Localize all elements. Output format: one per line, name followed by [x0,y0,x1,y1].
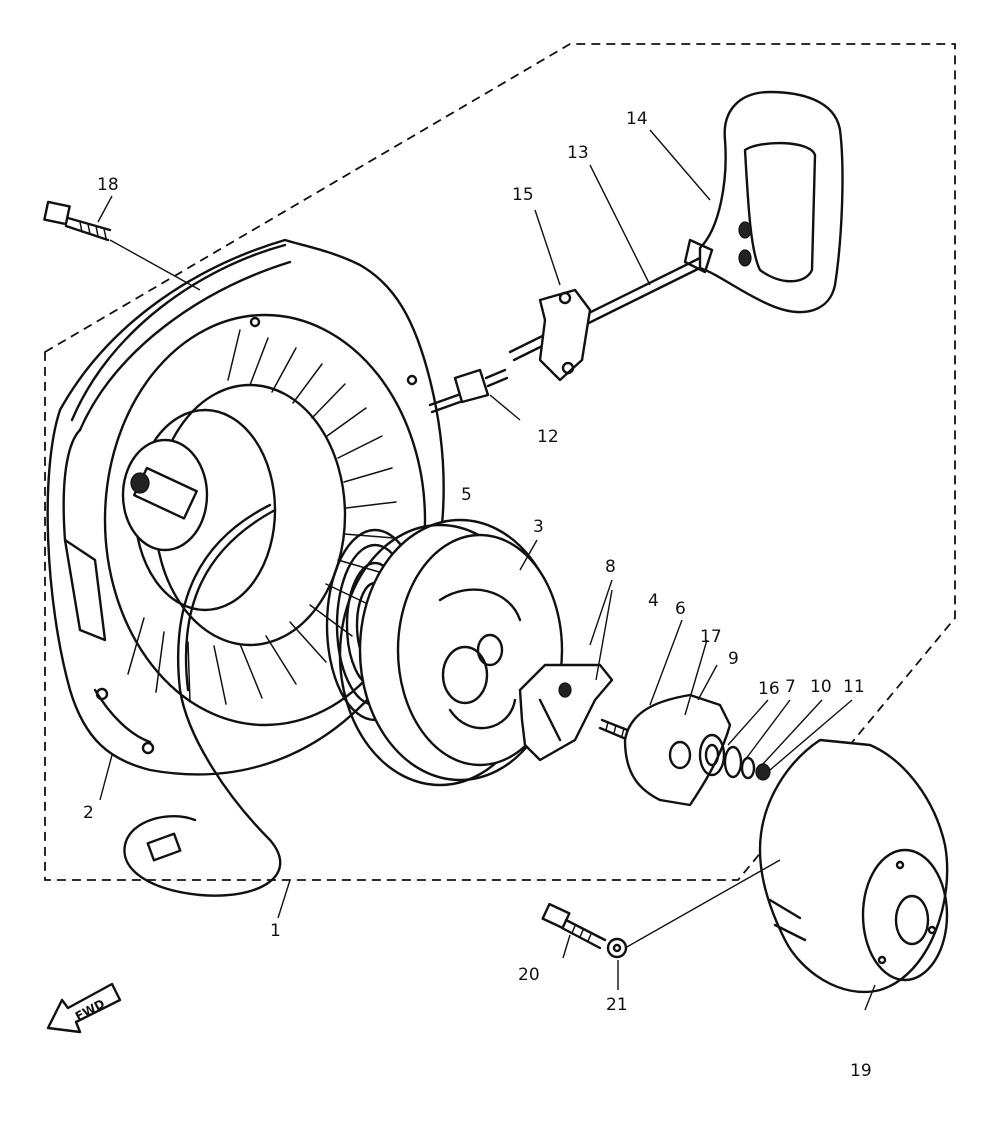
assembly-boundary [44,43,956,881]
callout-7: 7 [785,677,796,697]
callout-18: 18 [97,175,119,195]
callout-10: 10 [810,677,832,697]
leader-lines [97,129,876,1011]
callout-6: 6 [675,599,686,619]
callout-12: 12 [537,427,559,447]
bolt-20 [541,902,607,950]
callout-19: 19 [850,1061,872,1081]
callout-5: 5 [461,485,472,505]
drive-pawl [518,663,614,762]
starter-cup [758,738,949,994]
callout-17: 17 [700,627,722,647]
starter-rope [508,256,706,362]
callout-14: 14 [626,109,648,129]
callout-20: 20 [518,965,540,985]
bolt-18 [43,200,112,242]
callout-8: 8 [605,557,616,577]
friction-plate [623,693,732,807]
starter-handle [683,90,844,314]
callout-16: 16 [758,679,780,699]
callout-21: 21 [606,995,628,1015]
callout-9: 9 [728,649,739,669]
washer-21 [606,937,628,959]
callout-4: 4 [648,591,659,611]
callout-labels: 1 2 3 4 5 6 7 8 9 10 11 12 13 14 15 16 1… [83,109,872,1081]
callout-11: 11 [843,677,865,697]
callout-1: 1 [270,921,281,941]
stop-switch-cable [123,503,282,897]
washers-and-nut [698,733,771,781]
callout-15: 15 [512,185,534,205]
rope-guide [428,368,509,414]
callout-2: 2 [83,803,94,823]
callout-3: 3 [533,517,544,537]
forward-arrow-icon: FWD [46,982,122,1034]
fan-housing [46,238,445,776]
callout-13: 13 [567,143,589,163]
rope-bracket [538,288,592,382]
